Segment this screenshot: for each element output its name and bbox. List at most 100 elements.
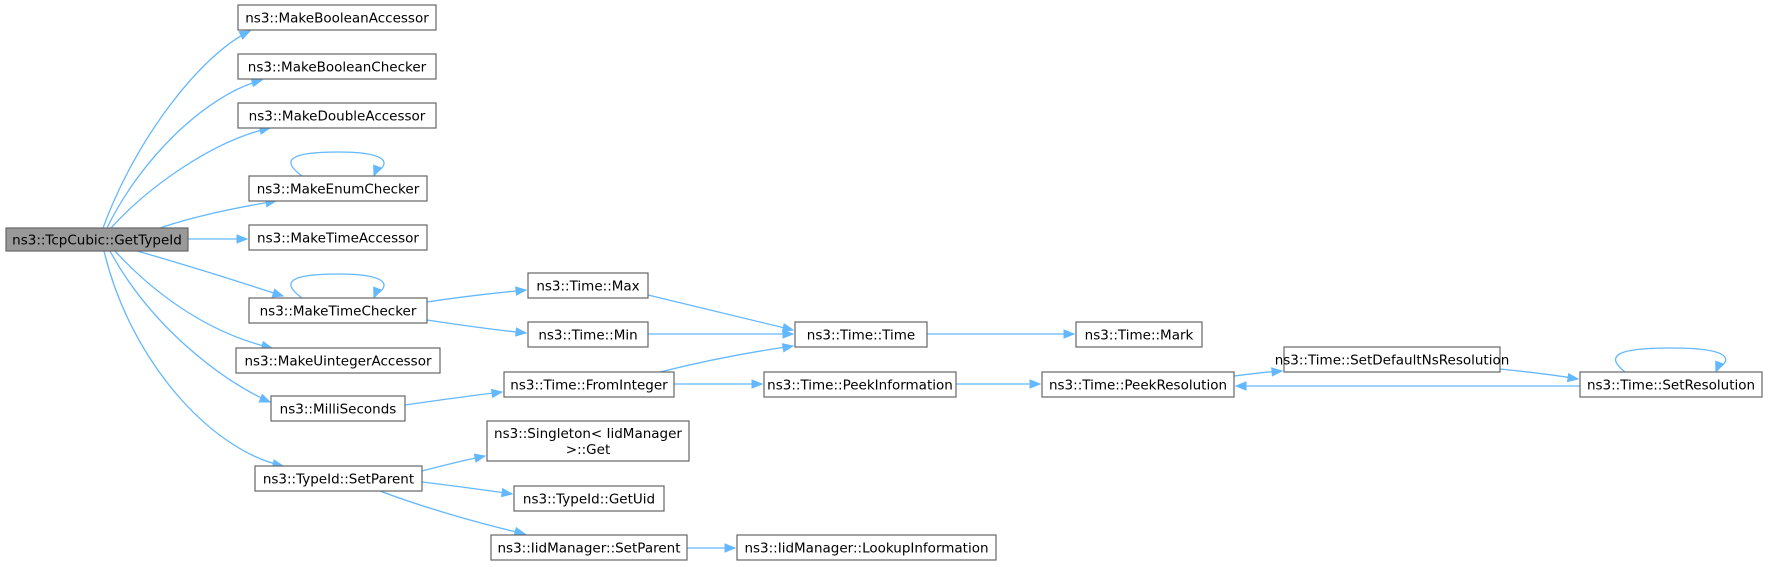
edge-arrowhead xyxy=(724,543,737,553)
node-time-peekresolution[interactable]: ns3::Time::PeekResolution xyxy=(1041,371,1235,398)
edge-arrowhead xyxy=(271,288,285,298)
node-label: ns3::TypeId::GetUid xyxy=(523,492,655,508)
edge-maketimechecker-to-maketimechecker xyxy=(290,273,385,300)
edge-line xyxy=(109,250,271,403)
edge-line xyxy=(106,79,263,229)
edge-time_setdefaultnsresolution-to-time_setresolution xyxy=(1499,368,1580,383)
edge-line xyxy=(426,319,527,334)
node-milliseconds[interactable]: ns3::MilliSeconds xyxy=(270,395,406,422)
edge-tcpcubic_gettypeid-to-makebooleanchecker xyxy=(106,78,264,229)
node-box xyxy=(486,420,690,462)
node-box xyxy=(248,297,428,324)
edge-arrowhead xyxy=(1271,367,1284,377)
node-label: ns3::Time::PeekInformation xyxy=(767,378,953,394)
node-makeenumchecker[interactable]: ns3::MakeEnumChecker xyxy=(248,175,428,202)
edge-tcpcubic_gettypeid-to-maketimechecker xyxy=(136,250,285,298)
node-label: ns3::MakeTimeChecker xyxy=(260,304,417,320)
edge-time_frominteger-to-time_peekinformation xyxy=(674,379,764,389)
node-label: ns3::Time::Max xyxy=(536,279,639,295)
node-label: ns3::MilliSeconds xyxy=(280,402,397,418)
edge-arrowhead xyxy=(236,234,249,244)
edge-typeid_setparent-to-iidmanager_setparent xyxy=(379,490,527,537)
edge-arrowhead xyxy=(500,487,514,498)
edge-tcpcubic_gettypeid-to-milliseconds xyxy=(109,250,272,403)
node-typeid-setparent[interactable]: ns3::TypeId::SetParent xyxy=(254,465,423,492)
node-box xyxy=(763,371,957,398)
node-label: ns3::Time::SetResolution xyxy=(1587,378,1755,394)
node-box xyxy=(248,224,428,251)
node-singleton-get[interactable]: ns3::Singleton< IidManager>::Get xyxy=(486,420,690,462)
node-label: ns3::Time::FromInteger xyxy=(510,378,668,394)
edge-line xyxy=(404,391,503,406)
node-time-setresolution[interactable]: ns3::Time::SetResolution xyxy=(1579,371,1763,398)
node-makebooleanchecker[interactable]: ns3::MakeBooleanChecker xyxy=(237,53,437,80)
edge-line xyxy=(103,250,284,467)
edge-line xyxy=(290,151,385,177)
node-label: ns3::MakeUintegerAccessor xyxy=(244,354,432,370)
node-label: ns3::Time::SetDefaultNsResolution xyxy=(1275,353,1510,369)
edge-iidmanager_setparent-to-iidmanager_lookupinformation xyxy=(687,543,737,553)
node-box xyxy=(1041,371,1235,398)
node-label: ns3::Time::Min xyxy=(538,328,637,344)
edge-line xyxy=(136,250,284,297)
edge-tcpcubic_gettypeid-to-makeenumchecker xyxy=(159,198,278,229)
edge-time_min-to-time_time xyxy=(648,329,795,339)
node-box xyxy=(1075,321,1203,348)
edge-tcpcubic_gettypeid-to-maketimeaccessor xyxy=(188,234,249,244)
node-maketimeaccessor[interactable]: ns3::MakeTimeAccessor xyxy=(248,224,428,251)
edge-line xyxy=(421,481,513,495)
edge-arrowhead xyxy=(1063,329,1076,339)
edge-time_peekinformation-to-time_peekresolution xyxy=(956,379,1042,389)
edge-arrowhead xyxy=(373,286,383,300)
edge-maketimechecker-to-time_max xyxy=(426,286,528,303)
node-box xyxy=(237,102,437,129)
nodes-layer: ns3::TcpCubic::GetTypeId ns3::MakeBoolean… xyxy=(5,4,1763,561)
node-makebooleanaccessor[interactable]: ns3::MakeBooleanAccessor xyxy=(237,4,437,31)
edge-time_peekresolution-to-time_setdefaultnsresolution xyxy=(1233,367,1284,377)
node-iidmanager-setparent[interactable]: ns3::IidManager::SetParent xyxy=(490,534,688,561)
node-time-max[interactable]: ns3::Time::Max xyxy=(527,272,649,299)
edge-line xyxy=(110,127,271,229)
edge-line xyxy=(1614,347,1727,373)
node-box xyxy=(794,321,928,348)
node-time-time[interactable]: ns3::Time::Time xyxy=(794,321,928,348)
edge-arrowhead xyxy=(1566,372,1580,383)
edge-makeenumchecker-to-makeenumchecker xyxy=(290,151,385,178)
edge-arrowhead xyxy=(250,78,264,88)
node-box xyxy=(503,371,675,398)
node-maketimechecker[interactable]: ns3::MakeTimeChecker xyxy=(248,297,428,324)
edge-arrowhead xyxy=(513,526,527,537)
edge-milliseconds-to-time_frominteger xyxy=(404,388,504,406)
node-typeid-getuid[interactable]: ns3::TypeId::GetUid xyxy=(513,485,665,512)
node-box xyxy=(237,53,437,80)
edge-time_setresolution-to-time_setresolution xyxy=(1614,347,1727,374)
edge-line xyxy=(102,30,251,229)
edge-line xyxy=(159,200,277,229)
edge-time_max-to-time_time xyxy=(647,294,795,333)
edge-typeid_setparent-to-singleton_get xyxy=(421,453,487,472)
edge-arrowhead xyxy=(238,30,252,40)
node-makeuintegeraccessor[interactable]: ns3::MakeUintegerAccessor xyxy=(235,347,441,374)
edge-arrowhead xyxy=(1234,381,1247,391)
edge-tcpcubic_gettypeid-to-makedoubleaccessor xyxy=(110,125,272,229)
node-time-min[interactable]: ns3::Time::Min xyxy=(527,321,649,348)
node-label: ns3::MakeDoubleAccessor xyxy=(249,109,426,125)
node-time-mark[interactable]: ns3::Time::Mark xyxy=(1075,321,1203,348)
edge-tcpcubic_gettypeid-to-makebooleanaccessor xyxy=(102,30,252,229)
node-tcpcubic-gettypeid[interactable]: ns3::TcpCubic::GetTypeId xyxy=(5,227,189,252)
node-box xyxy=(237,4,437,31)
node-label: ns3::MakeTimeAccessor xyxy=(257,231,419,247)
node-iidmanager-lookupinformation[interactable]: ns3::IidManager::LookupInformation xyxy=(736,534,997,561)
edge-arrowhead xyxy=(751,379,764,389)
edge-line xyxy=(1499,368,1579,380)
node-label: ns3::MakeBooleanChecker xyxy=(248,60,427,76)
edge-time_setresolution-to-time_peekresolution xyxy=(1234,381,1580,391)
node-time-frominteger[interactable]: ns3::Time::FromInteger xyxy=(503,371,675,398)
node-label: ns3::Time::PeekResolution xyxy=(1049,378,1227,394)
node-box xyxy=(248,175,428,202)
node-makedoubleaccessor[interactable]: ns3::MakeDoubleAccessor xyxy=(237,102,437,129)
edge-maketimechecker-to-time_min xyxy=(426,319,528,337)
node-time-peekinformation[interactable]: ns3::Time::PeekInformation xyxy=(763,371,957,398)
node-time-setdefaultnsresolution[interactable]: ns3::Time::SetDefaultNsResolution xyxy=(1275,346,1510,373)
